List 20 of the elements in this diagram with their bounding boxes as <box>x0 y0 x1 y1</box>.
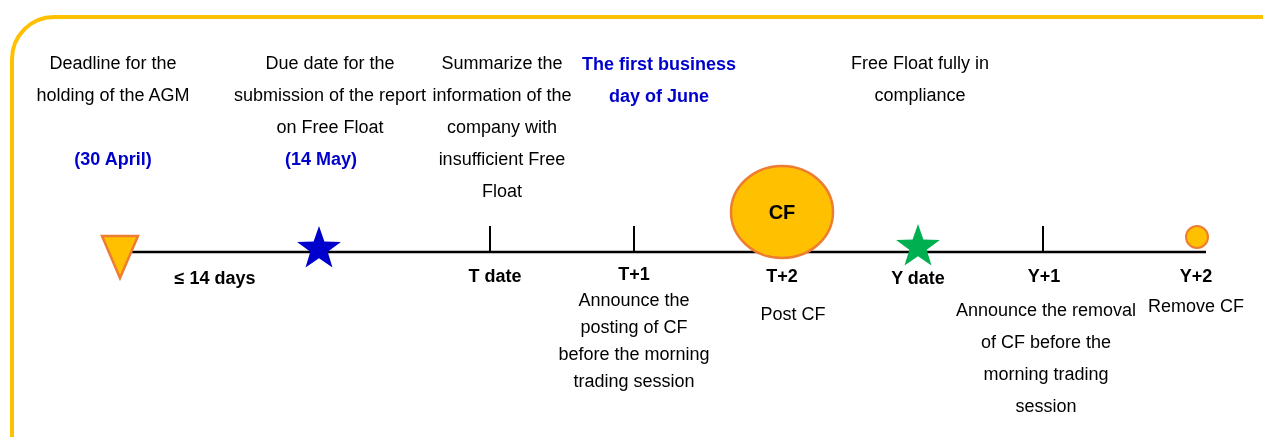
timepoint-label: Y+1 <box>1026 265 1062 288</box>
timepoint-label: T+1 <box>617 263 651 286</box>
step-description: Announce the posting of CF before the morning trading session <box>557 289 711 393</box>
step-description: Remove CF <box>1147 295 1245 318</box>
node-label: CF <box>768 201 796 223</box>
event-description: Summarize the information of the company with insufficient Free Float <box>431 52 573 203</box>
interval-label: ≤ 14 days <box>173 267 257 290</box>
timepoint-label: Y+2 <box>1178 265 1214 288</box>
event-description: Due date for the submission of the report on Free Float <box>232 52 428 139</box>
event-description: Free Float fully in compliance <box>849 52 991 107</box>
timepoint-label: T+2 <box>765 265 799 288</box>
date-label: The first business day of June <box>580 53 737 108</box>
circle-node <box>729 164 835 260</box>
date-label: (14 May) <box>284 148 358 171</box>
date-label: (30 April) <box>73 148 153 171</box>
event-description: Deadline for the holding of the AGM <box>35 52 191 107</box>
step-description: Announce the removal of CF before the morning trading session <box>954 299 1138 418</box>
timepoint-label: T date <box>467 265 523 288</box>
timepoint-label: Y date <box>890 267 946 290</box>
step-description: Post CF <box>759 303 827 326</box>
